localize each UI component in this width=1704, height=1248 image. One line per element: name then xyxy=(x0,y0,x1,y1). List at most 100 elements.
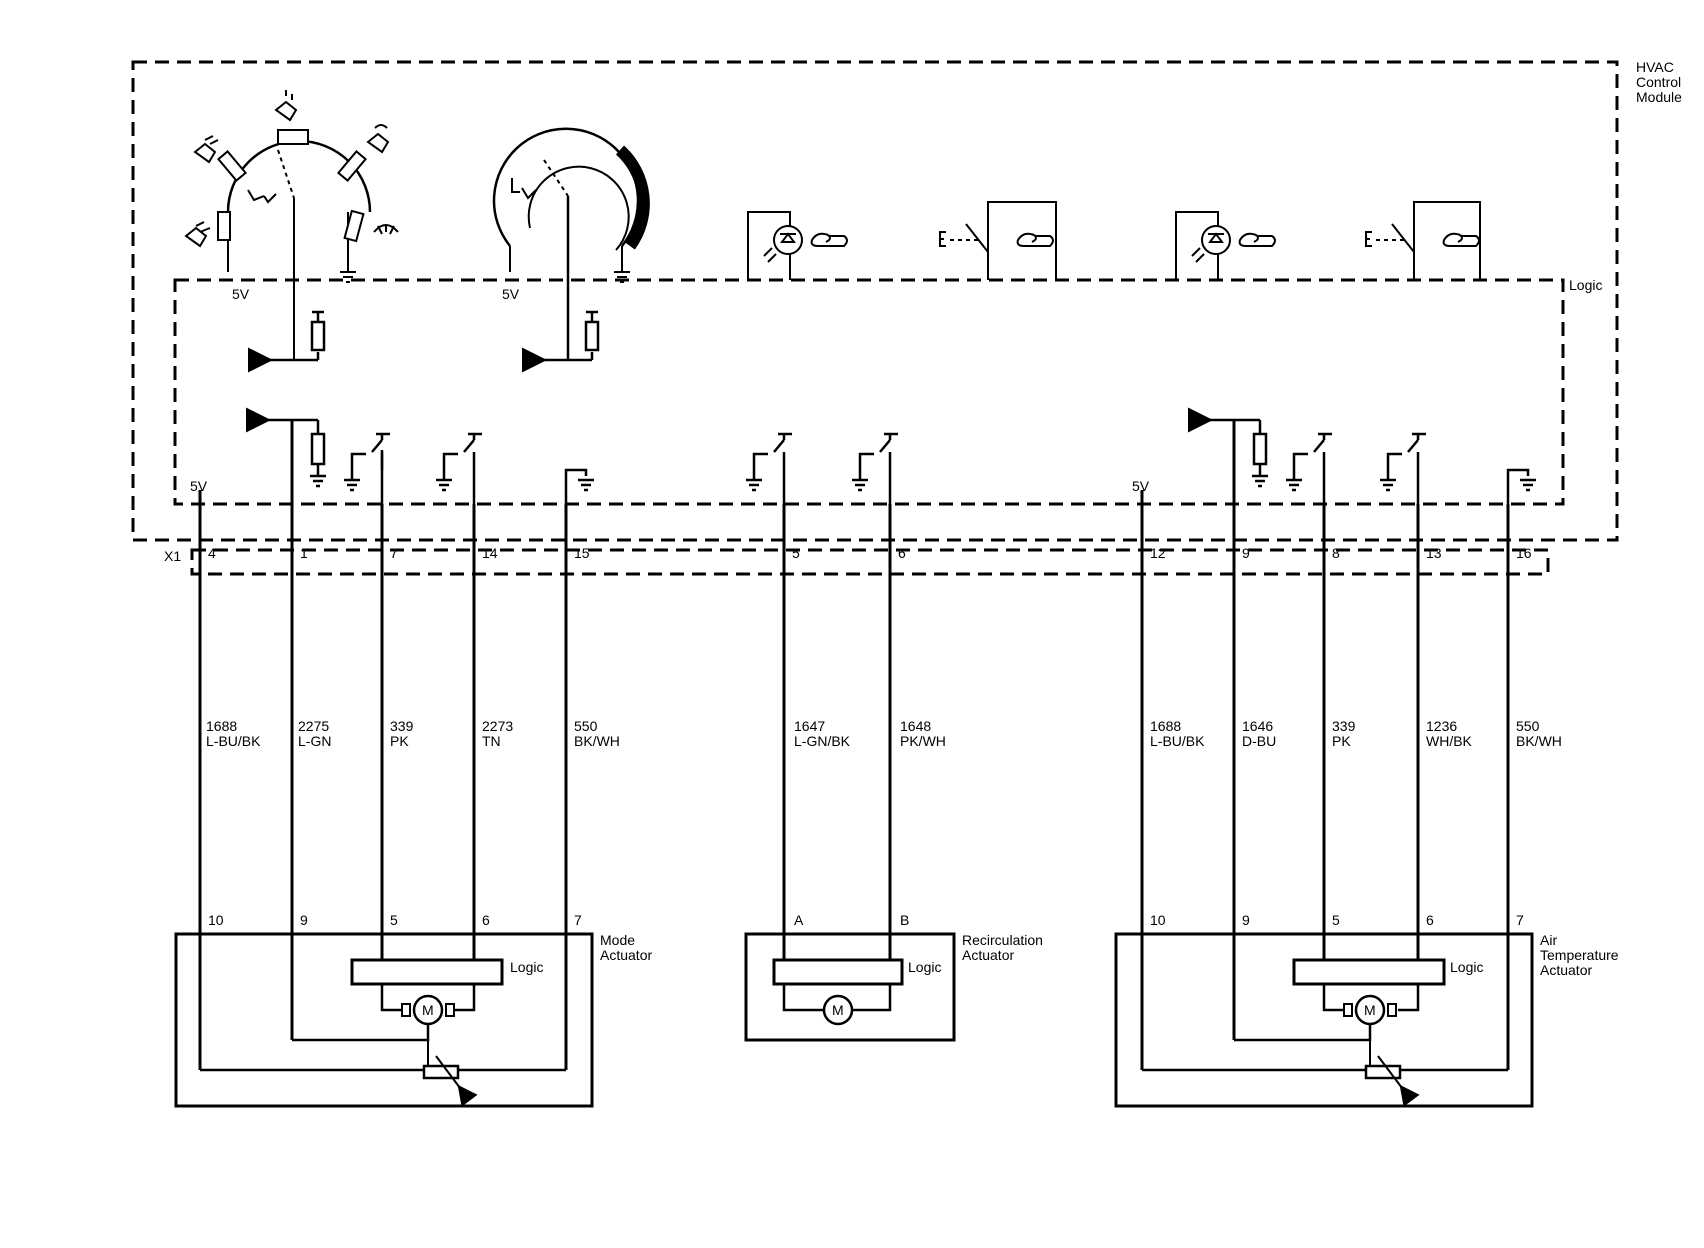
mode-actuator-logic-block xyxy=(350,958,504,986)
mode-selector-switch-icon xyxy=(184,90,399,360)
logic-5v-label-left: 5V xyxy=(190,478,208,494)
module-pin-label: 9 xyxy=(1242,545,1250,561)
mode-actuator-name-line-1: Mode xyxy=(600,932,635,948)
air-temperature-actuator-name: Air Temperature Actuator xyxy=(1540,932,1622,978)
module-outline xyxy=(131,60,1619,542)
circuit-number: 550 xyxy=(574,718,598,734)
wire-color: PK/WH xyxy=(900,733,946,749)
wire-color: L-BU/BK xyxy=(1150,733,1205,749)
air-temp-indicator-icon xyxy=(1175,211,1276,280)
mode-actuator-name-line-2: Actuator xyxy=(600,947,652,963)
air-temperature-actuator xyxy=(1114,932,1534,1108)
recirculation-actuator-pins: A B xyxy=(794,912,909,928)
logic-5v-label-right: 5V xyxy=(1132,478,1150,494)
wire-color: PK xyxy=(390,733,409,749)
wire-color: WH/BK xyxy=(1426,733,1473,749)
recirculation-actuator-motor-icon xyxy=(822,994,854,1026)
wire-color: TN xyxy=(482,733,501,749)
module-pin-label: 12 xyxy=(1150,545,1166,561)
module-title-line-3: Module xyxy=(1636,89,1682,105)
circuit-number: 2275 xyxy=(298,718,329,734)
module-pin-label: 6 xyxy=(898,545,906,561)
recirculation-actuator-motor-label: M xyxy=(832,1002,844,1018)
module-title: HVAC Control Module xyxy=(1636,59,1685,105)
module-pin-label: 16 xyxy=(1516,545,1532,561)
recirculation-actuator-name-line-1: Recirculation xyxy=(962,932,1043,948)
module-pin-label: 15 xyxy=(574,545,590,561)
circuit-number: 1647 xyxy=(794,718,825,734)
actuator-pin-label: 10 xyxy=(1150,912,1166,928)
wire-color: PK xyxy=(1332,733,1351,749)
air-temperature-actuator-name-line-3: Actuator xyxy=(1540,962,1592,978)
mode-actuator-position-sensor-icon xyxy=(422,1064,460,1080)
mode-switch-5v-label: 5V xyxy=(232,286,250,302)
actuator-pin-label: 9 xyxy=(300,912,308,928)
recirculation-switch-icon xyxy=(939,201,1057,280)
module-pin-label: 5 xyxy=(792,545,800,561)
circuit-number: 1688 xyxy=(1150,718,1181,734)
recirculation-actuator-name-line-2: Actuator xyxy=(962,947,1014,963)
circuit-number: 1236 xyxy=(1426,718,1457,734)
module-title-line-1: HVAC xyxy=(1636,59,1674,75)
actuator-pin-label: 6 xyxy=(1426,912,1434,928)
mode-actuator-logic-label: Logic xyxy=(510,959,543,975)
circuit-number: 1646 xyxy=(1242,718,1273,734)
actuator-pin-label: A xyxy=(794,912,804,928)
module-pin-label: 4 xyxy=(208,545,216,561)
circuit-number: 339 xyxy=(1332,718,1356,734)
wire-color: D-BU xyxy=(1242,733,1276,749)
module-title-line-2: Control xyxy=(1636,74,1681,90)
actuator-pin-label: 10 xyxy=(208,912,224,928)
mode-switch-feed xyxy=(248,310,326,373)
recirculation-actuator-outline xyxy=(744,932,956,1042)
air-temperature-actuator-logic-block xyxy=(1292,958,1446,986)
circuit-number: 1688 xyxy=(206,718,237,734)
module-pin-label: 14 xyxy=(482,545,498,561)
air-temperature-actuator-position-sensor-icon xyxy=(1364,1064,1402,1080)
air-temperature-actuator-name-line-1: Air xyxy=(1540,932,1557,948)
module-pin-label: 7 xyxy=(390,545,398,561)
module-pin-label: 13 xyxy=(1426,545,1442,561)
actuator-pin-label: 7 xyxy=(1516,912,1524,928)
wire-color: L-GN xyxy=(298,733,331,749)
recirculation-indicator-icon xyxy=(747,211,848,280)
actuator-pin-label: 5 xyxy=(1332,912,1340,928)
module-pin-label: 1 xyxy=(300,545,308,561)
mode-actuator-pins: 10 9 5 6 7 xyxy=(208,912,582,928)
air-temperature-actuator-pins: 10 9 5 6 7 xyxy=(1150,912,1524,928)
module-pin-numbers: 4 1 7 14 15 5 6 12 9 8 13 16 xyxy=(208,545,1532,561)
recirculation-actuator-name: Recirculation Actuator xyxy=(962,932,1047,963)
wire-color: L-BU/BK xyxy=(206,733,261,749)
module-pin-label: 8 xyxy=(1332,545,1340,561)
x1-connector-label: X1 xyxy=(164,548,181,564)
mode-actuator-motor-label: M xyxy=(422,1002,434,1018)
temperature-dial-icon xyxy=(492,127,650,360)
air-temperature-actuator-motor-label: M xyxy=(1364,1002,1376,1018)
air-temperature-actuator-outline xyxy=(1114,932,1534,1108)
circuit-labels: 1688 L-BU/BK 2275 L-GN 339 PK 2273 TN 55… xyxy=(206,718,1562,749)
recirculation-actuator-logic-block xyxy=(772,958,904,986)
harness-wires xyxy=(198,420,1510,1070)
x1-connector-outline xyxy=(190,548,1550,576)
circuit-number: 339 xyxy=(390,718,414,734)
temp-dial-feed xyxy=(522,310,600,373)
actuator-pin-label: 5 xyxy=(390,912,398,928)
logic-internal-circuitry xyxy=(246,407,1536,504)
wire-color: BK/WH xyxy=(1516,733,1562,749)
module-logic-label: Logic xyxy=(1569,277,1602,293)
air-temperature-actuator-logic-label: Logic xyxy=(1450,959,1483,975)
air-temp-switch-icon xyxy=(1365,201,1481,280)
circuit-number: 550 xyxy=(1516,718,1540,734)
circuit-number: 2273 xyxy=(482,718,513,734)
mode-actuator-name: Mode Actuator xyxy=(600,932,652,963)
temp-dial-5v-label: 5V xyxy=(502,286,520,302)
actuator-pin-label: 7 xyxy=(574,912,582,928)
mode-actuator xyxy=(174,932,594,1108)
mode-actuator-outline xyxy=(174,932,594,1108)
actuator-pin-label: 9 xyxy=(1242,912,1250,928)
logic-block-outline xyxy=(173,278,1565,506)
air-temperature-actuator-name-line-2: Temperature xyxy=(1540,947,1619,963)
actuator-pin-label: B xyxy=(900,912,909,928)
wire-color: L-GN/BK xyxy=(794,733,851,749)
